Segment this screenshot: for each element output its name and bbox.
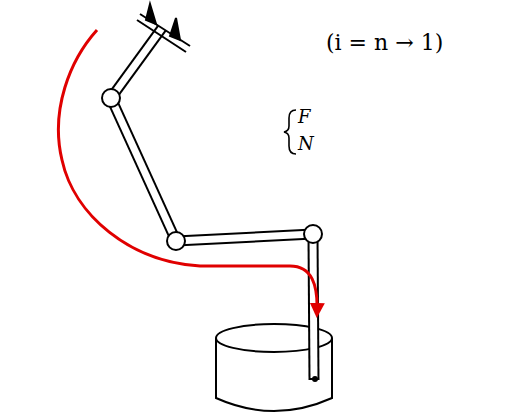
arm-links	[111, 28, 318, 382]
moment-symbol: N	[298, 135, 314, 153]
force-symbol: F	[298, 108, 311, 126]
recursion-range: (i = n → 1)	[326, 32, 443, 54]
joints	[102, 89, 322, 250]
gripper	[137, 4, 190, 52]
brace-symbol	[284, 110, 296, 154]
recursion-arrow	[58, 30, 317, 312]
